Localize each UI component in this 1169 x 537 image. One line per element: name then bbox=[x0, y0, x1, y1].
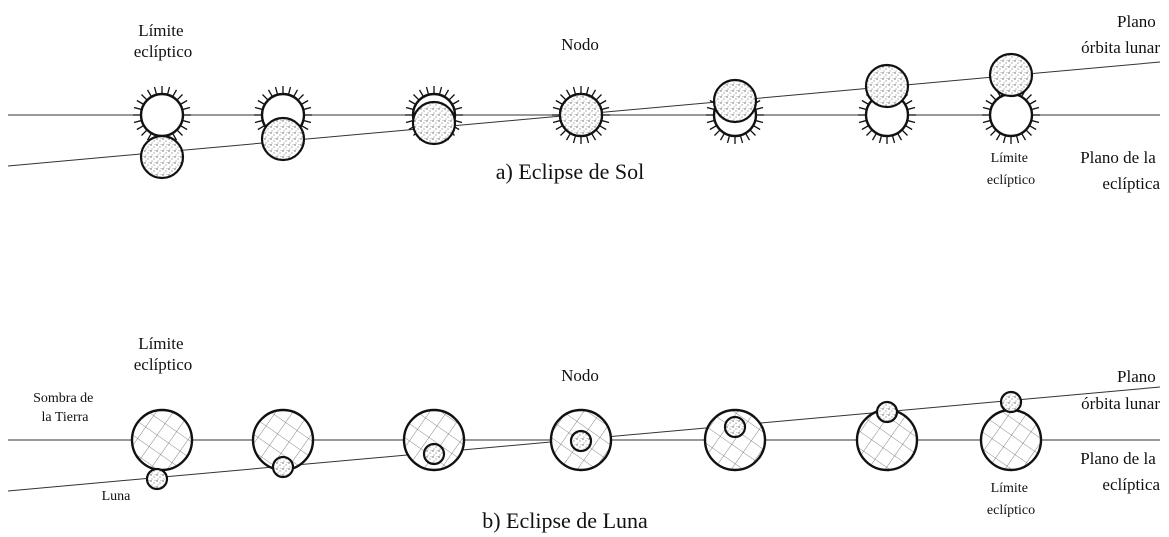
sun-circle bbox=[141, 94, 183, 136]
node-label-b: Nodo bbox=[561, 366, 599, 385]
sun-ray bbox=[255, 107, 263, 109]
sun-ray bbox=[294, 90, 298, 97]
sun-ray bbox=[862, 126, 869, 130]
sun-ray bbox=[258, 101, 265, 105]
sun-ray bbox=[599, 126, 606, 130]
sun-ray bbox=[182, 107, 190, 109]
sun-ray bbox=[454, 107, 462, 109]
limit-label-left-b: Límite eclíptico bbox=[134, 334, 193, 374]
moon-disk bbox=[262, 118, 304, 160]
sun-ray bbox=[1003, 135, 1005, 143]
sun-ray bbox=[180, 126, 187, 130]
sun-ray bbox=[586, 135, 588, 143]
sun-ray bbox=[710, 126, 717, 130]
sun-ray bbox=[137, 126, 144, 130]
limit-label-left: Límite eclíptico bbox=[134, 21, 193, 61]
moon-disk bbox=[866, 65, 908, 107]
moon-small-disk bbox=[571, 431, 591, 451]
moon-disk bbox=[141, 136, 183, 178]
moon-small-disk bbox=[1001, 392, 1021, 412]
sun-ray bbox=[303, 120, 311, 122]
sun-ray bbox=[137, 101, 144, 105]
moon-disk bbox=[413, 102, 455, 144]
sun-ray bbox=[182, 120, 190, 122]
sun-ray bbox=[413, 94, 419, 100]
moon-small-disk bbox=[877, 402, 897, 422]
sun-ray bbox=[556, 126, 563, 130]
sun-ray bbox=[449, 94, 455, 100]
sun-ray bbox=[134, 107, 142, 109]
sun-ray bbox=[134, 120, 142, 122]
moon-disk bbox=[714, 80, 756, 122]
node-label: Nodo bbox=[561, 35, 599, 54]
sun-ray bbox=[879, 135, 881, 143]
sun-ray bbox=[905, 101, 912, 105]
sun-ray bbox=[556, 101, 563, 105]
sun-ray bbox=[173, 90, 177, 97]
sun-ray bbox=[406, 107, 414, 109]
sun-ray bbox=[445, 90, 449, 97]
sun-ray bbox=[986, 126, 993, 130]
moon-label: Luna bbox=[102, 489, 132, 504]
lunar-orbit-plane-label-b: Plano órbita lunar bbox=[1081, 367, 1160, 413]
sun-ray bbox=[452, 101, 459, 105]
sun-ray bbox=[986, 101, 993, 105]
sun-ray bbox=[753, 126, 760, 130]
lunar-orbit-plane-label: Plano órbita lunar bbox=[1081, 12, 1160, 57]
sun-ray bbox=[180, 101, 187, 105]
ecliptic-plane-label-b: Plano de la eclíptica bbox=[1080, 449, 1160, 494]
sun-ray bbox=[262, 94, 268, 100]
earth-shadow-disk bbox=[981, 410, 1041, 470]
limit-label-right: Límite eclíptico bbox=[987, 151, 1035, 188]
panel-lunar-eclipse: Límite eclíptico Nodo Sombra de la Tierr… bbox=[8, 334, 1160, 533]
moon-small-disk bbox=[424, 444, 444, 464]
sun-ray bbox=[599, 101, 606, 105]
sun-ray bbox=[1016, 135, 1018, 143]
moon-small-disk bbox=[273, 457, 293, 477]
sun-ray bbox=[409, 101, 416, 105]
caption-solar: a) Eclipse de Sol bbox=[496, 159, 644, 184]
sun-circle bbox=[990, 94, 1032, 136]
earth-shadow-disk bbox=[132, 410, 192, 470]
sun-ray bbox=[740, 135, 742, 143]
panel-solar-eclipse: Límite eclíptico Nodo Plano órbita lunar… bbox=[8, 12, 1160, 193]
sun-ray bbox=[892, 135, 894, 143]
sun-ray bbox=[573, 135, 575, 143]
sun-ray bbox=[255, 120, 263, 122]
earth-shadow-label: Sombra de la Tierra bbox=[33, 391, 97, 425]
sun-ray bbox=[269, 90, 273, 97]
moon-disk bbox=[990, 54, 1032, 96]
ecliptic-plane-label: Plano de la eclíptica bbox=[1080, 148, 1160, 193]
sun-ray bbox=[420, 90, 424, 97]
sun-ray bbox=[862, 101, 869, 105]
sun-ray bbox=[303, 107, 311, 109]
sun-ray bbox=[727, 135, 729, 143]
caption-lunar: b) Eclipse de Luna bbox=[482, 508, 648, 533]
moon-small-disk bbox=[725, 417, 745, 437]
moon-disk bbox=[560, 94, 602, 136]
sun-ray bbox=[298, 94, 304, 100]
sun-ray bbox=[905, 126, 912, 130]
moon-small-disk bbox=[147, 469, 167, 489]
sun-ray bbox=[148, 90, 152, 97]
limit-label-right-b: Límite eclíptico bbox=[987, 481, 1035, 518]
sun-ray bbox=[301, 101, 308, 105]
